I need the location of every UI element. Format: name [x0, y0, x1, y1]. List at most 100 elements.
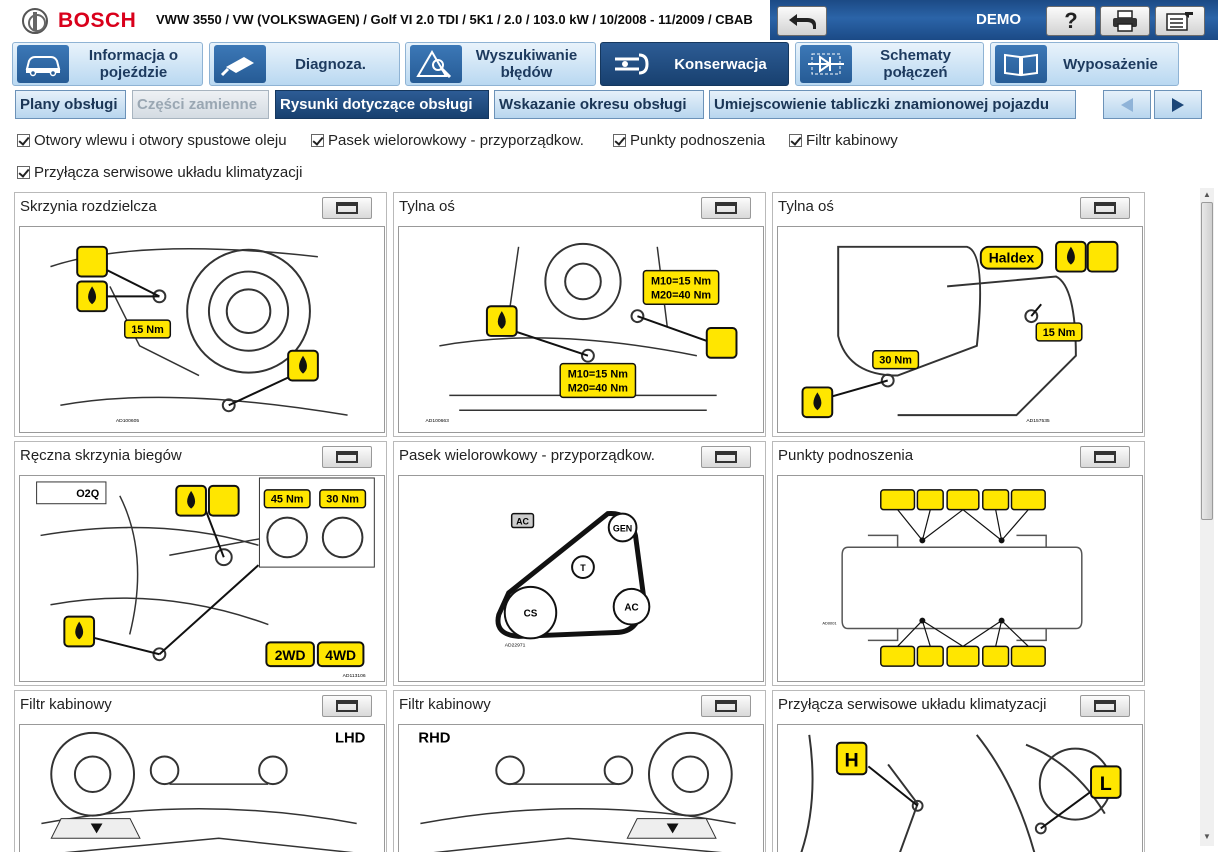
drawing-card[interactable]: Skrzynia rozdzielcza 15 Nm AD100	[14, 192, 387, 437]
subtab-service-interval[interactable]: Wskazanie okresu obsługi	[494, 90, 704, 119]
torque-label: 15 Nm	[1043, 327, 1076, 339]
drawing-image[interactable]: RHD	[398, 724, 764, 852]
subtab-service-plans[interactable]: Plany obsługi	[15, 90, 126, 119]
enlarge-button[interactable]	[1080, 197, 1130, 219]
enlarge-button[interactable]	[1080, 695, 1130, 717]
print-button[interactable]	[1100, 6, 1150, 36]
wrench-icon	[615, 53, 649, 75]
scroll-up-icon[interactable]: ▲	[1203, 190, 1211, 199]
pulley-label: AC	[624, 603, 638, 614]
tab-equipment[interactable]: Wyposażenie	[990, 42, 1179, 86]
lift-point-icon	[1010, 489, 1046, 511]
list-export-icon	[1166, 12, 1193, 31]
drawing-code: AD113106	[343, 673, 366, 679]
arrow-right-icon	[1172, 97, 1184, 112]
warning-search-icon	[416, 50, 452, 79]
enlarge-button[interactable]	[1080, 446, 1130, 468]
filter-cabin-filter[interactable]: Filtr kabinowy	[789, 132, 898, 149]
window-icon	[336, 700, 358, 712]
drawing-card[interactable]: Ręczna skrzynia biegów O2Q 45 Nm 30 Nm	[14, 441, 387, 686]
drawing-filters: Otwory wlewu i otwory spustowe oleju Pas…	[0, 122, 1218, 188]
enlarge-button[interactable]	[322, 197, 372, 219]
drawing-card[interactable]: Punkty podnoszenia	[772, 441, 1145, 686]
tab-wiring-diagrams[interactable]: Schematy połączeń	[795, 42, 984, 86]
tab-fault-search[interactable]: Wyszukiwanie błędów	[405, 42, 596, 86]
brand-name: BOSCH	[58, 9, 137, 32]
checkbox-checked-icon[interactable]	[311, 134, 324, 147]
sub-tabbar: Plany obsługi Części zamienne Rysunki do…	[0, 88, 1218, 122]
lift-point-icon	[946, 489, 980, 511]
drawing-card[interactable]: Tylna oś Haldex 15 Nm 30 Nm	[772, 192, 1145, 437]
back-arrow-icon	[789, 14, 816, 29]
window-icon	[715, 700, 737, 712]
help-button[interactable]: ?	[1046, 6, 1096, 36]
drawing-card[interactable]: Pasek wielorowkowy - przyporządkow. AC G…	[393, 441, 766, 686]
subtab-nameplate-location[interactable]: Umiejscowienie tabliczki znamionowej poj…	[709, 90, 1076, 119]
torque-label: 30 Nm	[326, 494, 359, 506]
filter-drive-belt[interactable]: Pasek wielorowkowy - przyporządkow.	[311, 132, 584, 149]
tab-maintenance[interactable]: Konserwacja	[600, 42, 789, 86]
oil-fill-icon	[207, 484, 240, 517]
enlarge-button[interactable]	[701, 695, 751, 717]
drawing-card[interactable]: Tylna oś M10=15 Nm M20=40 Nm M10=15 Nm M…	[393, 192, 766, 437]
drawing-image[interactable]: AD0001	[777, 475, 1143, 682]
mode-label: DEMO	[976, 11, 1021, 28]
tab-label: Wyszukiwanie błędów	[475, 47, 578, 81]
checkbox-checked-icon[interactable]	[17, 134, 30, 147]
filter-label: Filtr kabinowy	[806, 132, 898, 149]
checkbox-checked-icon[interactable]	[613, 134, 626, 147]
drawing-image[interactable]: AC GEN T CS AC AD22971	[398, 475, 764, 682]
pulley-label: GEN	[613, 523, 632, 533]
card-title: Filtr kabinowy	[20, 696, 112, 713]
bosch-logo-icon	[22, 8, 48, 34]
card-title: Tylna oś	[778, 198, 834, 215]
card-title: Punkty podnoszenia	[778, 447, 914, 464]
drawing-card[interactable]: Filtr kabinowy LHD	[14, 690, 387, 852]
drawing-card[interactable]: Filtr kabinowy RHD	[393, 690, 766, 852]
enlarge-button[interactable]	[322, 446, 372, 468]
window-icon	[1094, 202, 1116, 214]
filter-label: Punkty podnoszenia	[630, 132, 766, 149]
drawing-card[interactable]: Przyłącza serwisowe układu klimatyzacji …	[772, 690, 1145, 852]
filter-ac-ports[interactable]: Przyłącza serwisowe układu klimatyzacji	[17, 164, 302, 181]
subtab-service-drawings[interactable]: Rysunki dotyczące obsługi	[275, 90, 489, 119]
back-button[interactable]	[777, 6, 827, 36]
drawing-image[interactable]: Haldex 15 Nm 30 Nm AD157535	[777, 226, 1143, 433]
filter-label: Otwory wlewu i otwory spustowe oleju	[34, 132, 287, 149]
checkbox-checked-icon[interactable]	[789, 134, 802, 147]
low-pressure-port-label: L	[1100, 773, 1112, 795]
scroll-left-button[interactable]	[1103, 90, 1151, 119]
drawings-grid: Skrzynia rozdzielcza 15 Nm AD100	[0, 188, 1218, 852]
jack-icon	[982, 489, 1010, 511]
lift-point-icon	[880, 489, 916, 511]
tab-vehicle-info[interactable]: Informacja o pojeździe	[12, 42, 203, 86]
drawing-image[interactable]: H L	[777, 724, 1143, 852]
lift-point-icon	[1010, 645, 1046, 667]
arrow-left-icon	[1121, 97, 1133, 112]
enlarge-button[interactable]	[701, 446, 751, 468]
drawing-code: AD157535	[1026, 418, 1050, 424]
filter-lifting-points[interactable]: Punkty podnoszenia	[613, 132, 765, 149]
tab-diagnosis[interactable]: Diagnoza.	[209, 42, 400, 86]
card-title: Przyłącza serwisowe układu klimatyzacji	[778, 696, 1047, 713]
drawing-image[interactable]: O2Q 45 Nm 30 Nm 2WD	[19, 475, 385, 682]
enlarge-button[interactable]	[322, 695, 372, 717]
window-icon	[715, 451, 737, 463]
jack-icon	[916, 489, 944, 511]
drawing-code: AD100663	[426, 418, 450, 424]
card-title: Filtr kabinowy	[399, 696, 491, 713]
menu-export-button[interactable]	[1155, 6, 1205, 36]
content-scrollbar[interactable]: ▲ ▼	[1200, 188, 1214, 846]
scroll-right-button[interactable]	[1154, 90, 1202, 119]
drawing-image[interactable]: 15 Nm AD100605	[19, 226, 385, 433]
tab-label: Diagnoza.	[295, 55, 366, 73]
enlarge-button[interactable]	[701, 197, 751, 219]
help-icon: ?	[1064, 8, 1078, 33]
drawing-image[interactable]: M10=15 Nm M20=40 Nm M10=15 Nm M20=40 Nm …	[398, 226, 764, 433]
main-tabbar: Informacja o pojeździe Diagnoza. Wyszuki…	[0, 40, 1218, 88]
drawing-image[interactable]: LHD	[19, 724, 385, 852]
filter-oil-ports[interactable]: Otwory wlewu i otwory spustowe oleju	[17, 132, 287, 149]
checkbox-checked-icon[interactable]	[17, 166, 30, 179]
scroll-down-icon[interactable]: ▼	[1203, 832, 1211, 841]
scroll-thumb[interactable]	[1201, 202, 1213, 520]
